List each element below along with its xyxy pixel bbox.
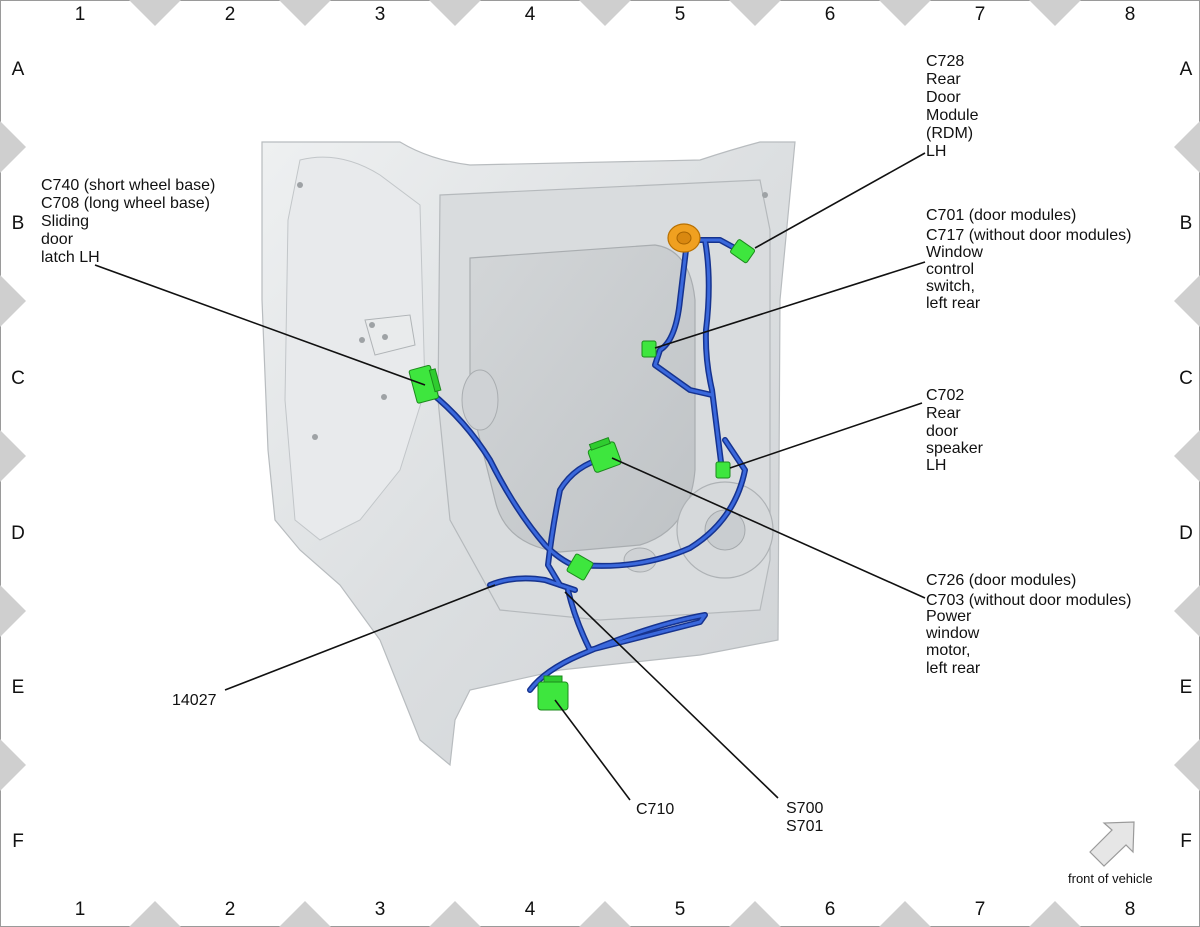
grid-row-label-left: E	[12, 677, 25, 698]
zone-marker-left	[0, 739, 26, 791]
zone-marker-top	[429, 0, 481, 26]
grid-column-label-bottom: 6	[825, 899, 836, 920]
zone-marker-left	[0, 121, 26, 173]
zone-marker-top	[279, 0, 331, 26]
grid-row-label-right: A	[1180, 59, 1193, 80]
grid-column-label-bottom: 7	[975, 899, 986, 920]
callout-c710: C710	[636, 801, 674, 818]
zone-marker-top	[879, 0, 931, 26]
leader-splices	[564, 591, 779, 799]
grid-column-label-top: 2	[225, 4, 236, 25]
speaker-center	[704, 509, 746, 551]
connector-c726	[587, 437, 622, 473]
latch-pocket	[364, 314, 416, 356]
grid-column-label-top: 3	[375, 4, 386, 25]
connector-c710	[537, 675, 569, 711]
grid-column-label-top: 1	[75, 4, 86, 25]
leader-c740	[94, 264, 426, 386]
leader-14027	[224, 584, 496, 691]
zone-marker-bottom	[129, 901, 181, 927]
front-of-vehicle-label: front of vehicle	[1068, 871, 1153, 886]
callout-14027: 14027	[172, 692, 217, 709]
grid-row-label-right: C	[1179, 368, 1193, 389]
leader-lines	[94, 152, 926, 801]
grid-column-label-top: 8	[1125, 4, 1136, 25]
panel-hole-left	[461, 369, 499, 431]
grid-column-label-top: 6	[825, 4, 836, 25]
grid-column-label-bottom: 3	[375, 899, 386, 920]
grid-column-label-bottom: 2	[225, 899, 236, 920]
callout-c728: C728 Rear Door Module (RDM) LH	[926, 53, 983, 160]
callout-c702: C702 Rear door speaker LH	[926, 387, 987, 474]
zone-marker-bottom	[879, 901, 931, 927]
zone-marker-right	[1174, 121, 1200, 173]
grid-column-label-bottom: 1	[75, 899, 86, 920]
connectors	[408, 239, 756, 711]
grid-row-label-left: F	[12, 831, 24, 852]
panel-recess	[469, 244, 696, 553]
zone-marker-top	[729, 0, 781, 26]
leader-c710	[554, 699, 631, 801]
zone-marker-right	[1174, 739, 1200, 791]
grid-row-label-right: B	[1180, 213, 1193, 234]
callout-splices: S700 S701	[786, 800, 828, 835]
grid-column-label-bottom: 8	[1125, 899, 1136, 920]
leader-c701	[654, 261, 926, 349]
panel-rib-left	[284, 156, 426, 541]
grid-row-label-left: D	[11, 523, 25, 544]
zone-marker-left	[0, 430, 26, 482]
grid-column-label-bottom: 4	[525, 899, 536, 920]
leader-c726	[611, 457, 926, 599]
grid-row-label-right: D	[1179, 523, 1193, 544]
front-arrow-icon	[1089, 821, 1135, 867]
zone-marker-top	[579, 0, 631, 26]
connector-c728	[730, 239, 756, 264]
grid-column-label-bottom: 5	[675, 899, 686, 920]
connector-c701	[641, 340, 657, 358]
callout-c701: C701 (door modules) C717 (without door m…	[926, 207, 1136, 312]
zone-marker-right	[1174, 585, 1200, 637]
grid-row-label-left: A	[12, 59, 25, 80]
connector-s700	[566, 553, 594, 581]
leader-c728	[754, 152, 926, 249]
wiring-harness	[427, 237, 748, 693]
zone-marker-left	[0, 275, 26, 327]
connector-c702	[715, 461, 731, 479]
grid-column-label-top: 4	[525, 4, 536, 25]
zone-marker-bottom	[429, 901, 481, 927]
zone-marker-top	[129, 0, 181, 26]
zone-marker-bottom	[1029, 901, 1081, 927]
zone-marker-right	[1174, 430, 1200, 482]
grid-column-label-top: 5	[675, 4, 686, 25]
zone-marker-bottom	[729, 901, 781, 927]
callout-c740: C740 (short wheel base) C708 (long wheel…	[41, 177, 220, 266]
zone-marker-bottom	[279, 901, 331, 927]
callout-c726: C726 (door modules) C703 (without door m…	[925, 572, 1136, 677]
zone-marker-bottom	[579, 901, 631, 927]
grommet-icon	[667, 223, 701, 253]
grid-row-label-right: E	[1180, 677, 1193, 698]
zone-marker-top	[1029, 0, 1081, 26]
grid-row-label-right: F	[1180, 831, 1192, 852]
grid-row-label-left: C	[11, 368, 25, 389]
leader-c702	[729, 402, 923, 469]
grid-row-label-left: B	[12, 213, 25, 234]
zone-marker-right	[1174, 275, 1200, 327]
zone-marker-left	[0, 585, 26, 637]
grid-column-label-top: 7	[975, 4, 986, 25]
door-panel	[261, 141, 796, 767]
